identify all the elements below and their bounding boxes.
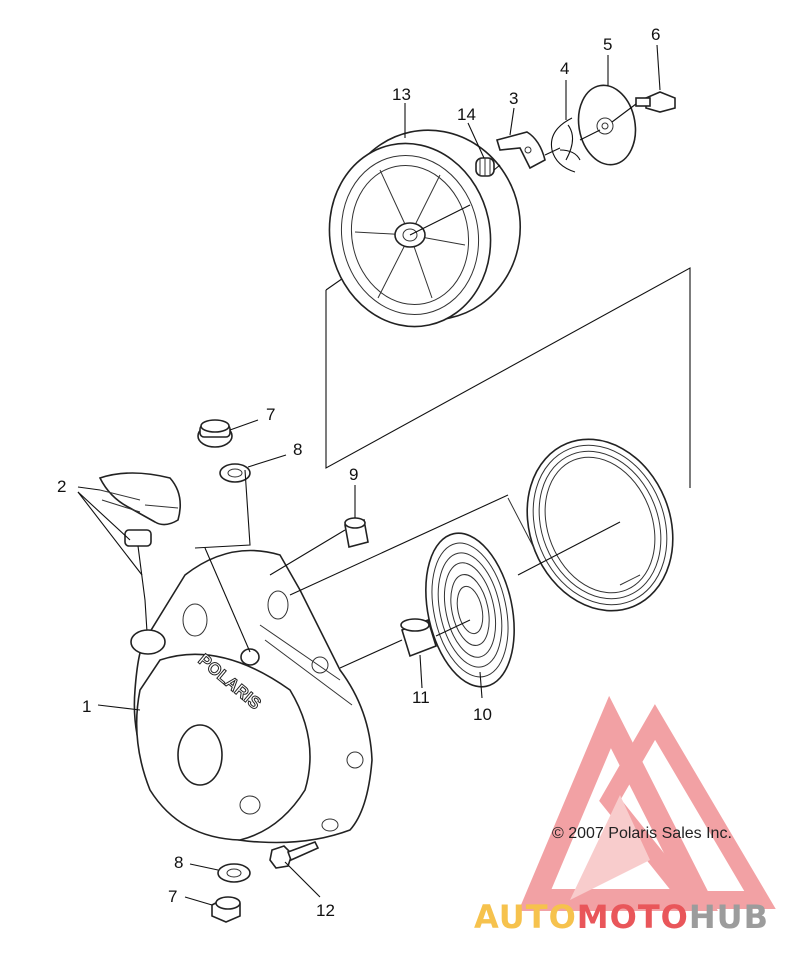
copyright-text: © 2007 Polaris Sales Inc. bbox=[552, 825, 732, 842]
watermark-moto: MOTO bbox=[577, 898, 689, 936]
spring-case bbox=[507, 438, 674, 612]
callout-9: 9 bbox=[349, 465, 358, 484]
pawl-3 bbox=[495, 131, 546, 170]
callout-8-top: 8 bbox=[293, 440, 302, 459]
plug-7-top bbox=[197, 419, 233, 448]
callout-3: 3 bbox=[509, 89, 518, 108]
watermark-auto: AUTO bbox=[474, 898, 577, 936]
collar-11 bbox=[400, 618, 437, 658]
washer-8-top bbox=[219, 463, 251, 483]
washer-8-bottom bbox=[217, 863, 251, 883]
callout-7-top: 7 bbox=[266, 405, 275, 424]
svg-text:AUTOMOTOHUB: AUTOMOTOHUB bbox=[474, 898, 769, 936]
watermark-hub: HUB bbox=[689, 898, 769, 936]
leader-lines bbox=[77, 44, 661, 906]
callouts: 13 14 3 4 5 6 7 8 9 2 1 11 10 8 7 12 bbox=[57, 25, 660, 920]
plug-7-bottom bbox=[211, 896, 241, 923]
bushing-9 bbox=[344, 517, 369, 548]
callout-10: 10 bbox=[473, 705, 492, 724]
callout-13: 13 bbox=[392, 85, 411, 104]
watermark-text: AUTOMOTOHUB bbox=[474, 898, 769, 936]
bolt-6 bbox=[635, 91, 676, 113]
plate-5 bbox=[577, 84, 637, 166]
watermark-logo bbox=[518, 695, 776, 911]
pawl-spring-14 bbox=[475, 157, 495, 177]
callout-14: 14 bbox=[457, 105, 476, 124]
alignment-lines bbox=[194, 103, 637, 669]
callout-11: 11 bbox=[412, 688, 430, 707]
callout-8-bottom: 8 bbox=[174, 853, 183, 872]
callout-1: 1 bbox=[82, 697, 91, 716]
callout-5: 5 bbox=[603, 35, 612, 54]
callout-12: 12 bbox=[316, 901, 335, 920]
handle-2 bbox=[98, 472, 181, 633]
callout-6: 6 bbox=[651, 25, 660, 44]
callout-4: 4 bbox=[560, 59, 569, 78]
callout-2: 2 bbox=[57, 477, 66, 496]
spring-10 bbox=[425, 532, 515, 688]
clip-4 bbox=[550, 117, 581, 173]
screw-12 bbox=[269, 841, 320, 869]
housing-1: POLARIS bbox=[130, 549, 373, 844]
callout-7-bottom: 7 bbox=[168, 887, 177, 906]
